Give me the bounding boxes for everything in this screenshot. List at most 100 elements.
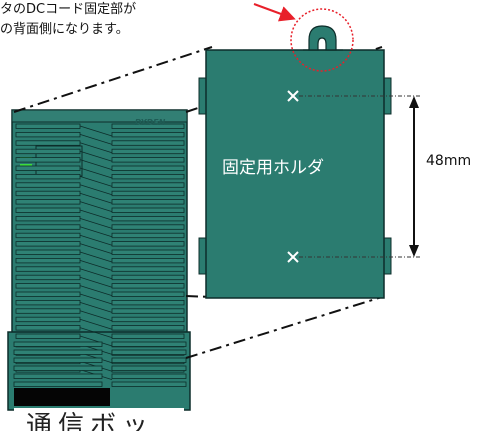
vent-slat: [15, 283, 81, 289]
vent-slat-link: [79, 293, 113, 305]
power-supply-device: [7, 109, 191, 431]
vent-slat: [13, 357, 103, 363]
vent-slat-link: [79, 218, 113, 229]
vent-slat: [111, 291, 185, 297]
vent-slat: [15, 123, 81, 129]
vent-slat: [15, 241, 81, 247]
vent-slat-link: [79, 260, 113, 271]
vent-slat: [15, 215, 81, 222]
projection-line-4: [185, 296, 383, 359]
vent-slat: [15, 333, 81, 339]
vent-slat-link: [79, 302, 113, 313]
vent-slat-link: [79, 285, 113, 296]
vent-slat: [15, 207, 81, 213]
projection-line-3: [185, 295, 213, 298]
vent-slat: [111, 173, 185, 180]
vent-slat: [111, 148, 185, 155]
vent-slat: [15, 190, 81, 197]
vent-slat-link: [79, 226, 113, 238]
vent-slat: [111, 232, 185, 239]
dimension-arrow-bottom: [409, 245, 419, 257]
vent-slat: [111, 123, 185, 129]
vent-slat: [15, 299, 81, 306]
vent-slat-link: [79, 192, 113, 204]
device-logo: DYDEN: [134, 118, 166, 127]
vent-slat: [111, 299, 185, 306]
vent-slat-link: [79, 335, 113, 347]
vent-slat: [111, 341, 187, 347]
caption-line-1: タのDCコード固定部が: [0, 2, 137, 17]
vent-slat: [15, 316, 81, 323]
vent-slat-link: [79, 268, 113, 280]
vent-slat-link: [79, 167, 113, 179]
vent-slat-link: [79, 142, 113, 154]
vent-slat: [111, 308, 185, 314]
dimension-arrow-top: [409, 96, 419, 108]
vent-slat: [111, 182, 185, 188]
mount-mark-top-icon: [287, 90, 299, 102]
vent-slat-link: [79, 234, 113, 246]
ventilation-slats: [13, 123, 187, 387]
vent-slat: [111, 283, 185, 289]
vent-slat-link: [79, 276, 113, 288]
vent-slat: [111, 224, 185, 230]
vent-slat: [15, 308, 81, 314]
device-bottom-text: 通信ボッ: [26, 411, 155, 431]
vent-slat: [15, 173, 81, 180]
vent-slat-link: [79, 310, 113, 322]
vent-slat: [111, 249, 185, 255]
vent-slat-link: [79, 159, 113, 170]
vent-slat: [15, 199, 81, 205]
vent-slat: [13, 381, 103, 387]
vent-slat: [15, 266, 81, 272]
vent-slat: [111, 140, 185, 146]
vent-slat: [111, 190, 185, 197]
caption-text: タのDCコード固定部が の背面側になります。: [0, 0, 136, 40]
vent-slat: [15, 165, 81, 171]
vent-slat: [111, 266, 185, 272]
hook-icon: [308, 25, 337, 51]
device-label-plate: [14, 388, 110, 406]
vent-slat: [15, 148, 81, 155]
mount-mark-bottom-icon: [287, 251, 299, 263]
vent-slat-link: [79, 150, 113, 162]
vent-slat: [111, 316, 185, 323]
vent-slat: [111, 274, 185, 281]
highlight-circle: [290, 8, 354, 72]
vent-slat: [15, 249, 81, 255]
vent-slat-link: [79, 209, 113, 221]
vent-slat: [15, 291, 81, 297]
vent-slat: [15, 274, 81, 281]
vent-slat: [15, 131, 81, 138]
vent-slat: [111, 207, 185, 213]
vent-slat: [15, 325, 81, 331]
vent-slat: [111, 257, 185, 264]
vent-slat: [111, 199, 185, 205]
vent-slat: [111, 373, 187, 379]
dimension-marker: [299, 95, 420, 258]
vent-slat-link: [79, 251, 113, 263]
vent-slat: [15, 257, 81, 264]
vent-slat: [15, 232, 81, 239]
vent-slat-link: [79, 184, 113, 196]
vent-slat-link: [79, 125, 113, 137]
vent-slat: [111, 241, 185, 247]
vent-slat: [111, 215, 185, 222]
holder-label: 固定用ホルダ: [222, 158, 324, 178]
vent-slat: [13, 365, 103, 371]
device-top-panel: [11, 109, 188, 123]
vent-slat: [111, 157, 185, 163]
vent-slat: [13, 349, 103, 355]
vent-slat: [15, 140, 81, 146]
projection-line-1: [13, 46, 213, 113]
vent-slat-link: [79, 201, 113, 212]
vent-slat: [111, 131, 185, 138]
vent-slat-link: [79, 318, 113, 330]
vent-slat-link: [79, 243, 113, 254]
vent-slat: [13, 373, 103, 379]
vent-slat: [111, 349, 187, 355]
vent-slat: [111, 165, 185, 171]
vent-slat-link: [79, 327, 113, 338]
vent-slat: [15, 182, 81, 188]
